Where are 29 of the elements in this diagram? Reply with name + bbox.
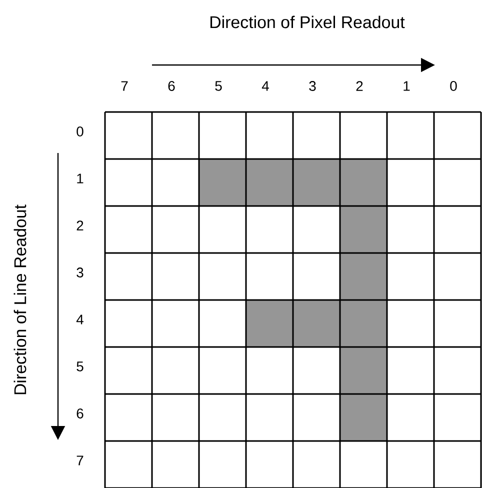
column-number: 7 — [121, 81, 128, 91]
filled-cell — [340, 206, 387, 253]
filled-cell — [293, 300, 340, 347]
row-number: 7 — [76, 456, 84, 466]
row-number: 5 — [76, 362, 84, 372]
filled-cell — [340, 300, 387, 347]
axis-title: Direction of Pixel Readout — [210, 16, 405, 28]
column-number: 0 — [450, 81, 457, 91]
row-number: 6 — [76, 408, 84, 418]
axis-title: Direction of Line Readout — [14, 204, 26, 394]
row-number: 4 — [76, 314, 84, 324]
filled-cell — [340, 159, 387, 206]
row-number: 3 — [76, 268, 84, 278]
row-number: 1 — [77, 174, 84, 184]
filled-cell — [340, 394, 387, 441]
row-number: 0 — [76, 126, 84, 136]
filled-cell — [293, 159, 340, 206]
row-number: 2 — [76, 220, 84, 230]
filled-cell — [246, 300, 293, 347]
column-number: 1 — [404, 81, 410, 91]
filled-cell — [246, 159, 293, 206]
column-number: 4 — [262, 81, 269, 91]
column-number: 6 — [168, 81, 175, 91]
column-number: 2 — [356, 81, 363, 91]
filled-cell — [340, 253, 387, 300]
column-number: 5 — [215, 81, 222, 91]
column-number: 3 — [309, 81, 316, 91]
filled-cell — [199, 159, 246, 206]
filled-cell — [340, 347, 387, 394]
